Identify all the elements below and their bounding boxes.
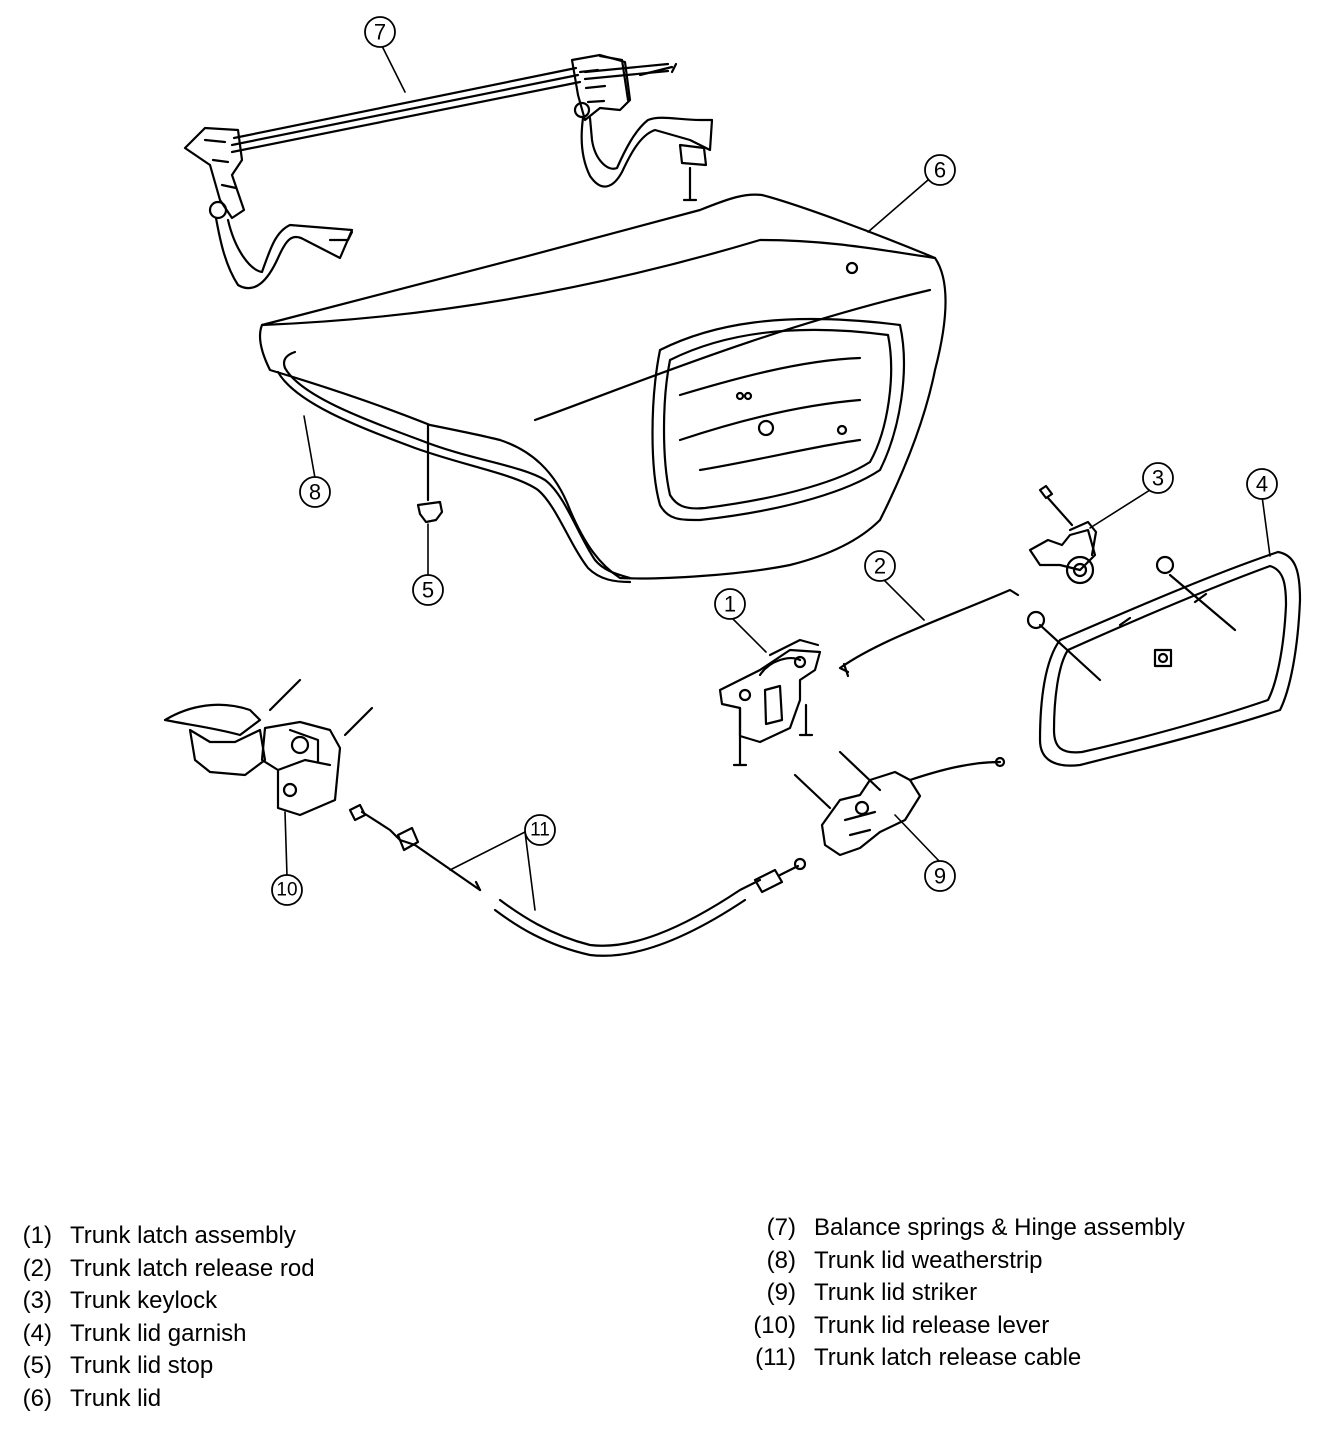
legend-number: (2): [22, 1254, 52, 1282]
legend-number: (11): [755, 1344, 796, 1372]
legend-row-10: (10) Trunk lid release lever: [748, 1310, 1185, 1343]
legend-row-7: (7) Balance springs & Hinge assembly: [748, 1212, 1185, 1245]
legend-row-4: (4) Trunk lid garnish: [20, 1318, 315, 1351]
legend-number: (10): [753, 1311, 796, 1339]
callout-2: 2: [874, 554, 886, 579]
legend-left-column: (1) Trunk latch assembly (2) Trunk latch r…: [20, 1220, 315, 1416]
legend-row-3: (3) Trunk keylock: [20, 1285, 315, 1318]
legend-label: Balance springs & Hinge assembly: [814, 1214, 1185, 1241]
callout-4: 4: [1256, 472, 1268, 497]
legend-label: Trunk lid garnish: [70, 1319, 247, 1347]
legend-row-9: (9) Trunk lid striker: [748, 1277, 1185, 1310]
callout-8: 8: [309, 480, 321, 505]
legend-number: (9): [766, 1279, 796, 1307]
legend-label: Trunk latch assembly: [70, 1222, 296, 1249]
legend-number: (4): [22, 1319, 52, 1347]
legend-label: Trunk lid stop: [70, 1352, 214, 1380]
legend-row-2: (2) Trunk latch release rod: [20, 1253, 315, 1286]
callout-6: 6: [934, 158, 946, 183]
legend-row-8: (8) Trunk lid weatherstrip: [748, 1245, 1185, 1278]
trunk-lid-drawing: [259, 193, 947, 580]
lid-stop-drawing: [416, 423, 444, 524]
legend-number: (7): [766, 1214, 796, 1241]
legend-row-6: (6) Trunk lid: [20, 1383, 315, 1416]
legend-label: Trunk lid: [70, 1384, 162, 1412]
callout-10: 10: [276, 880, 297, 901]
release-cable-drawing: [348, 803, 807, 957]
garnish-drawing: [1026, 550, 1302, 767]
callout-5: 5: [422, 578, 434, 603]
legend-number: (3): [22, 1287, 52, 1315]
callout-3: 3: [1152, 466, 1164, 491]
legend-label: Trunk lid striker: [814, 1279, 978, 1307]
hinge-assembly-drawing: [183, 53, 714, 290]
legend-label: Trunk lid weatherstrip: [814, 1246, 1043, 1274]
callout-7: 7: [374, 20, 386, 45]
legend-number: (5): [22, 1352, 52, 1380]
legend-label: Trunk latch release rod: [70, 1254, 315, 1282]
release-rod-drawing: [838, 588, 1020, 678]
striker-drawing: [793, 750, 1006, 857]
legend-row-1: (1) Trunk latch assembly: [20, 1220, 315, 1253]
weatherstrip-drawing: [276, 350, 632, 584]
legend-number: (8): [766, 1246, 796, 1274]
keylock-drawing: [1028, 484, 1098, 585]
exploded-parts-diagram: 7 6 3 4 2 1 5 8 9 10 11: [163, 16, 1302, 957]
callout-9: 9: [934, 864, 946, 889]
callout-11: 11: [530, 820, 550, 841]
legend-number: (6): [22, 1384, 52, 1412]
legend-label: Trunk latch release cable: [814, 1344, 1082, 1372]
release-lever-drawing: [163, 678, 374, 817]
callout-1: 1: [724, 592, 736, 617]
legend-label: Trunk keylock: [70, 1287, 218, 1315]
legend-row-11: (11) Trunk latch release cable: [748, 1342, 1185, 1375]
legend-number: (1): [22, 1222, 52, 1249]
legend-label: Trunk lid release lever: [814, 1311, 1050, 1339]
leader-lines: [284, 45, 1271, 911]
latch-assembly-drawing: [718, 638, 822, 767]
legend-right-column: (7) Balance springs & Hinge assembly (8) T…: [748, 1212, 1185, 1375]
legend-row-5: (5) Trunk lid stop: [20, 1350, 315, 1383]
